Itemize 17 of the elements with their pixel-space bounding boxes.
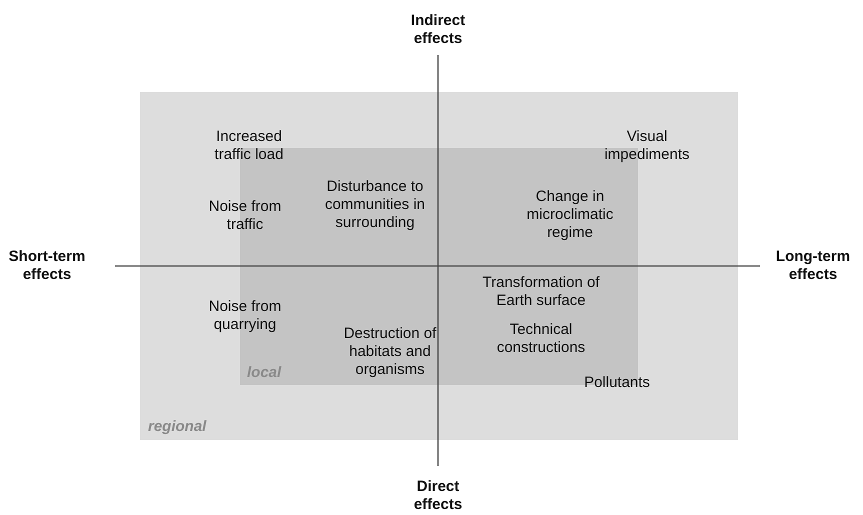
effect-label: Increased traffic load (214, 128, 284, 164)
effect-label: Disturbance to communities in surrounding (324, 178, 426, 232)
axis-label: Direct effects (412, 478, 464, 514)
axis-label: Indirect effects (410, 12, 466, 48)
effect-label: Destruction of habitats and organisms (342, 325, 438, 379)
region-band (140, 92, 738, 440)
axis-label: Long-term effects (774, 248, 852, 284)
effect-label: Noise from traffic (208, 198, 282, 234)
effect-label: Transformation of Earth surface (482, 274, 600, 310)
band-label: local (247, 364, 282, 381)
effect-label: Noise from quarrying (208, 298, 282, 334)
effect-label: Pollutants (583, 374, 651, 392)
axis-label: Short-term effects (8, 248, 86, 284)
band-label: regional (148, 418, 206, 435)
effect-label: Visual impediments (603, 128, 691, 164)
effect-label: Change in microclimatic regime (526, 188, 614, 242)
effect-label: Technical constructions (496, 321, 586, 357)
